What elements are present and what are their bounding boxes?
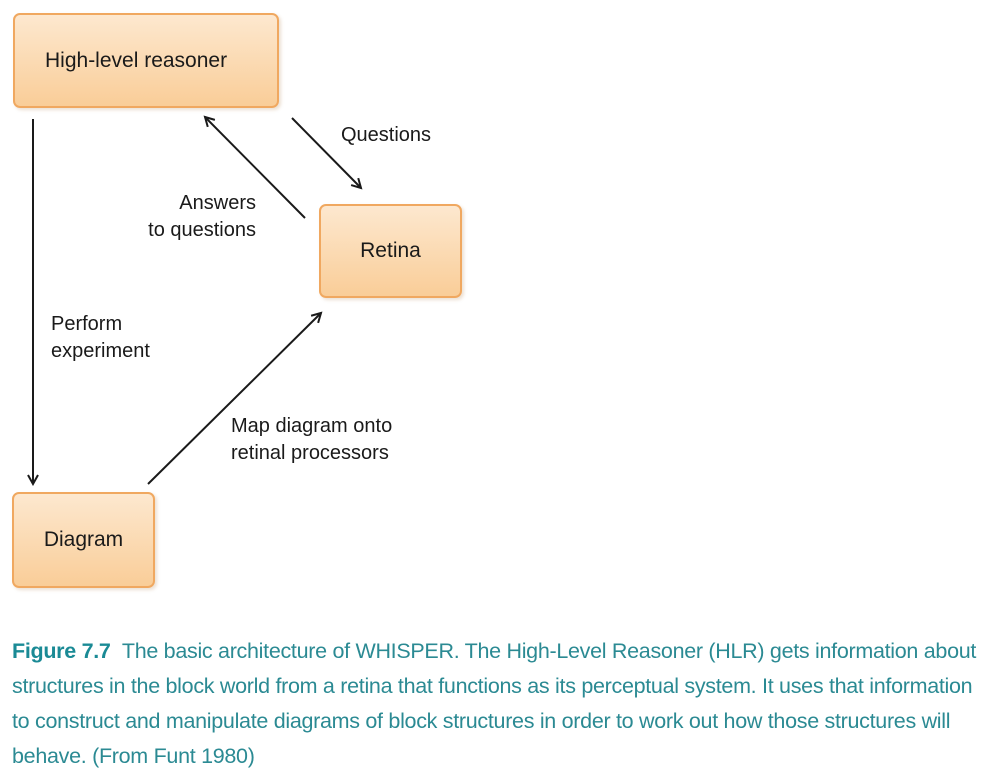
node-diagram: Diagram bbox=[12, 492, 155, 588]
arrow-questions bbox=[291, 117, 361, 188]
edge-label-map-diagram: Map diagram onto retinal processors bbox=[231, 415, 393, 464]
arrow-map bbox=[147, 313, 321, 485]
edge-label-perform-experiment: Perform experiment bbox=[51, 313, 150, 362]
figure-caption: Figure 7.7 The basic architecture of WHI… bbox=[12, 634, 994, 774]
figure-number: Figure 7.7 bbox=[12, 639, 111, 663]
node-label: High-level reasoner bbox=[45, 48, 228, 72]
node-retina: Retina bbox=[319, 204, 462, 298]
arrows-layer bbox=[0, 0, 1000, 600]
node-label: Retina bbox=[360, 239, 421, 262]
caption-text: The basic architecture of WHISPER. The H… bbox=[12, 639, 977, 768]
node-high-level-reasoner: High-level reasoner bbox=[13, 13, 279, 108]
edge-label-questions: Questions bbox=[341, 124, 432, 146]
node-label: Diagram bbox=[43, 528, 124, 551]
arrow-answers bbox=[205, 117, 306, 219]
edge-label-answers: Answers to questions bbox=[148, 192, 256, 241]
